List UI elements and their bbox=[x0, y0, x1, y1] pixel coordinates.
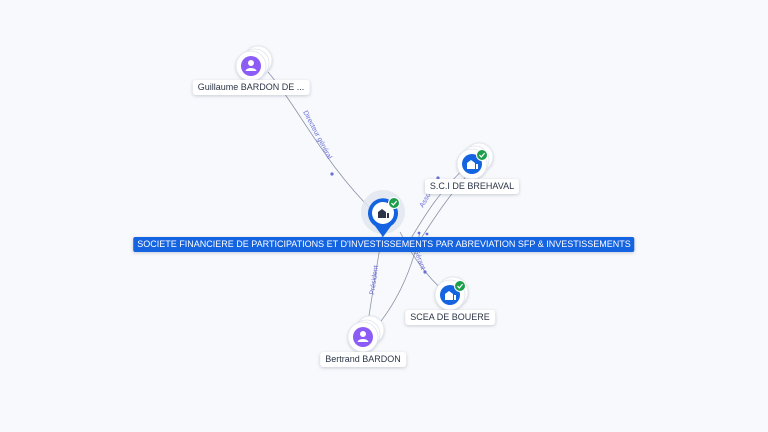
edge-arrow-dot bbox=[330, 172, 334, 176]
node-label-guillaume[interactable]: Guillaume BARDON DE ... bbox=[192, 80, 310, 95]
node-label-bertrand[interactable]: Bertrand BARDON bbox=[320, 352, 406, 367]
company-icon bbox=[462, 154, 482, 174]
node-label-main[interactable]: SOCIETE FINANCIERE DE PARTICIPATIONS ET … bbox=[133, 237, 635, 252]
edge-arrow-dot bbox=[425, 232, 429, 236]
edge-label-president: Président bbox=[369, 265, 380, 295]
edge-arrow-dot bbox=[423, 270, 427, 274]
edge-arrow-dot bbox=[436, 176, 440, 180]
company-icon bbox=[378, 209, 389, 218]
edge-main-to-sci bbox=[409, 164, 469, 241]
node-label-sci[interactable]: S.C.I DE BREHAVAL bbox=[424, 179, 520, 194]
verified-check-icon bbox=[476, 149, 488, 161]
person-icon bbox=[353, 327, 373, 347]
verified-check-icon bbox=[454, 280, 466, 292]
edge-arrow-dot bbox=[417, 231, 421, 235]
edge-label-directeur-general: Directeur général bbox=[301, 110, 333, 161]
company-icon bbox=[440, 285, 460, 305]
person-icon bbox=[241, 56, 261, 76]
verified-check-icon bbox=[388, 197, 400, 209]
node-label-scea[interactable]: SCEA DE BOUERE bbox=[405, 310, 495, 325]
